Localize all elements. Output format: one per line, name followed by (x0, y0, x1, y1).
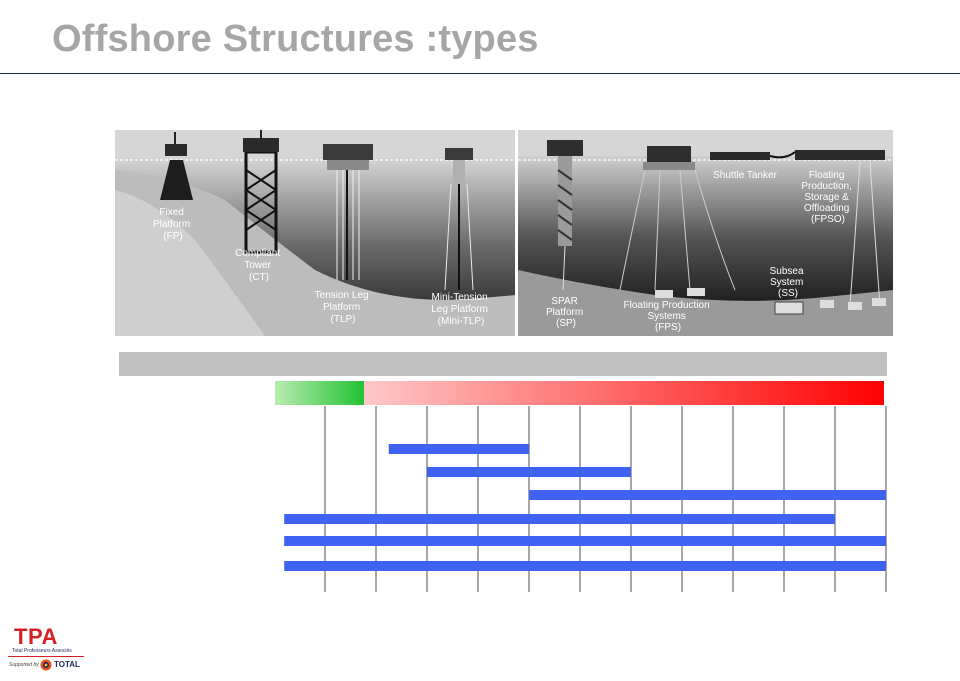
total-wordmark: TOTAL (54, 660, 80, 669)
tension-leg-platform-icon (323, 144, 373, 280)
label-tension-leg-platform: Tension Leg Platform (TLP) (315, 290, 372, 325)
label-spar: SPAR Platform (SP) (546, 296, 586, 329)
label-compliant-tower: Compliant Tower (CT) (235, 248, 283, 283)
tpa-tagline: Total Professeurs Associés (12, 648, 72, 654)
depth-range-bar (284, 536, 886, 546)
slide-title: Offshore Structures :types (52, 18, 539, 60)
subsea-system-icon (655, 288, 886, 315)
depth-range-bar (284, 514, 835, 524)
compliant-tower-icon (243, 130, 279, 254)
label-fixed-platform: Fixed Platform (FP) (153, 207, 193, 242)
depth-range-bar (427, 467, 631, 477)
floating-production-system-icon (619, 146, 736, 291)
fixed-platform-icon (160, 132, 193, 200)
label-subsea: Subsea System (SS) (770, 266, 807, 299)
fpso-icon (795, 150, 885, 306)
total-logo-icon (40, 659, 52, 671)
tpa-logo-text: TPA (14, 624, 58, 649)
depth-range-bar (388, 444, 529, 454)
mini-tlp-icon (444, 148, 474, 291)
depth-header-band (119, 352, 887, 376)
spar-platform-icon (547, 140, 583, 291)
label-shuttle-tanker: Shuttle Tanker (713, 170, 777, 181)
tpa-logo-rule (8, 656, 84, 657)
deep-water-gradient (364, 381, 884, 405)
label-mini-tlp: Mini-Tension Leg Platform (Mini-TLP) (431, 292, 490, 327)
left-shelf (115, 190, 265, 336)
shuttle-tanker-icon (710, 151, 796, 160)
depth-range-bar (284, 561, 886, 571)
title-divider (0, 73, 960, 74)
label-fps: Floating Production Systems (FPS) (624, 300, 713, 333)
supported-by-text: Supported by (9, 662, 39, 668)
label-fpso: Floating Production, Storage & Offloadin… (801, 170, 854, 225)
shallow-water-gradient (275, 381, 364, 405)
depth-range-bar (529, 490, 886, 500)
right-seabed (518, 270, 893, 336)
offshore-structures-illustration: Fixed Platform (FP) Compliant Tower (CT)… (115, 130, 893, 336)
